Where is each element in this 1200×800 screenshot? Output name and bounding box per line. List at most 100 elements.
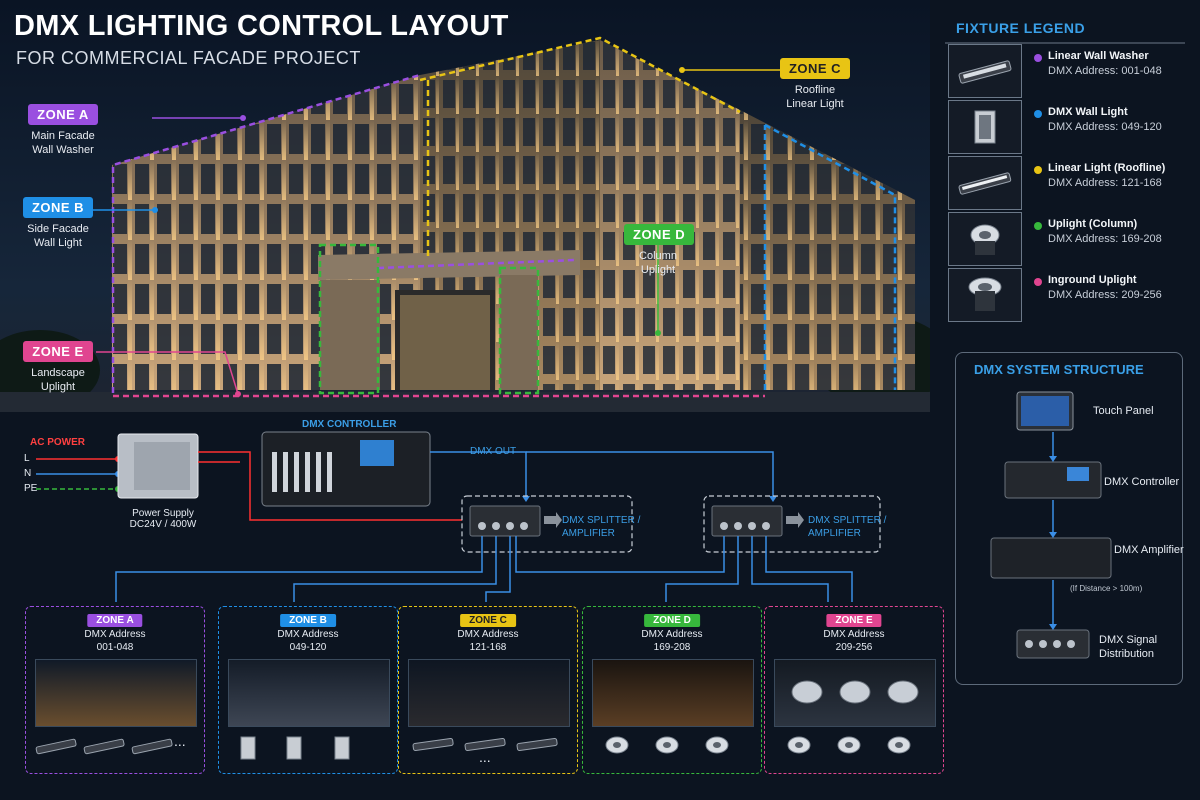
line-l-label: L	[24, 453, 30, 464]
legend-dot-pink	[1034, 278, 1042, 286]
legend-address: DMX Address: 169-208	[1048, 233, 1162, 245]
legend-address: DMX Address: 049-120	[1048, 121, 1162, 133]
splitter-2-line2: AMPLIFIER	[808, 528, 861, 539]
distribution-label-1: DMX Signal	[1099, 634, 1158, 646]
amplifier-note: (If Distance > 100m)	[1070, 584, 1143, 593]
card-address-label: DMX Address	[457, 629, 519, 640]
zone-a-badge: ZONE A	[28, 104, 98, 125]
legend-name: Linear Wall Washer	[1048, 50, 1149, 62]
legend-title: FIXTURE LEGEND	[956, 20, 1086, 36]
splitter-1-line1: DMX SPLITTER /	[562, 515, 641, 526]
legend-item-wall-light: DMX Wall Light DMX Address: 049-120	[948, 100, 1188, 155]
zone-c-badge: ZONE C	[779, 58, 851, 79]
card-badge: ZONE A	[87, 614, 143, 627]
splitter-label-1: DMX SPLITTER / AMPLIFIER	[562, 514, 640, 540]
card-address-range: 121-168	[469, 642, 507, 653]
linear-wall-washer-icon	[35, 738, 173, 755]
card-address-range: 169-208	[653, 642, 691, 653]
zone-b-card: ZONE B DMX Address 049-120	[218, 606, 398, 774]
splitter-1-line2: AMPLIFIER	[562, 528, 615, 539]
zone-b-desc1: Side Facade	[27, 223, 89, 235]
zone-e-badge: ZONE E	[23, 341, 93, 362]
legend-item-inground: Inground Uplight DMX Address: 209-256	[948, 268, 1188, 323]
line-n-label: N	[24, 468, 32, 479]
card-address-range: 209-256	[835, 642, 873, 653]
power-supply-label-1: Power Supply	[132, 508, 194, 519]
zone-e-desc2: Uplight	[40, 381, 76, 393]
zone-b-photo	[228, 659, 390, 727]
splitter-2-line1: DMX SPLITTER /	[808, 515, 887, 526]
more-indicator: ...	[479, 749, 491, 765]
zone-b-desc2: Wall Light	[34, 237, 82, 249]
legend-address: DMX Address: 001-048	[1048, 65, 1162, 77]
zone-e-card: ZONE E DMX Address 209-256	[764, 606, 944, 774]
page-title: DMX LIGHTING CONTROL LAYOUT	[14, 10, 509, 42]
controller-label: DMX Controller	[1104, 476, 1180, 488]
card-badge: ZONE C	[460, 614, 516, 627]
legend-name: Uplight (Column)	[1048, 218, 1138, 230]
legend-name: DMX Wall Light	[1048, 106, 1128, 118]
card-address-range: 001-048	[96, 642, 134, 653]
dmx-out-label: DMX OUT	[470, 446, 517, 457]
card-address-label: DMX Address	[84, 629, 146, 640]
legend-dot-green	[1034, 222, 1042, 230]
touch-panel-label: Touch Panel	[1093, 405, 1154, 417]
legend-item-roofline: Linear Light (Roofline) DMX Address: 121…	[948, 156, 1188, 211]
zone-c-card: ZONE C DMX Address 121-168 ...	[398, 606, 578, 774]
legend-address: DMX Address: 209-256	[1048, 289, 1162, 301]
system-structure-title: DMX SYSTEM STRUCTURE	[974, 362, 1144, 377]
zone-d-desc2: Uplight	[640, 264, 676, 276]
page-subtitle: FOR COMMERCIAL FACADE PROJECT	[16, 48, 361, 68]
zone-a-desc2: Wall Washer	[32, 144, 94, 156]
legend-address: DMX Address: 121-168	[1048, 177, 1162, 189]
inground-uplight-icon	[948, 268, 1022, 322]
power-supply-label-2: DC24V / 400W	[129, 519, 197, 530]
amplifier-label: DMX Amplifier	[1114, 544, 1184, 556]
dmx-wall-light-icon	[948, 100, 1022, 154]
zone-a-card: ZONE A DMX Address 001-048 ...	[25, 606, 205, 774]
zone-c-desc1: Roofline	[794, 84, 836, 96]
zone-d-desc1: Column	[639, 250, 677, 262]
card-address-label: DMX Address	[277, 629, 339, 640]
power-supply-label: Power Supply DC24V / 400W	[126, 508, 200, 530]
zone-d-photo	[592, 659, 754, 727]
legend-divider	[945, 42, 1185, 44]
splitter-label-2: DMX SPLITTER / AMPLIFIER	[808, 514, 886, 540]
legend-name: Inground Uplight	[1048, 274, 1137, 286]
legend-dot-yellow	[1034, 166, 1042, 174]
card-badge: ZONE D	[644, 614, 700, 627]
more-indicator: ...	[174, 733, 186, 749]
legend-name: Linear Light (Roofline)	[1048, 162, 1166, 174]
inground-uplight-icon	[787, 736, 911, 754]
card-address-range: 049-120	[289, 642, 327, 653]
zone-d-card: ZONE D DMX Address 169-208	[582, 606, 762, 774]
linear-light-icon	[948, 156, 1022, 210]
distribution-label-2: Distribution	[1099, 648, 1155, 660]
card-badge: ZONE E	[826, 614, 882, 627]
zone-b-badge: ZONE B	[22, 197, 94, 218]
facade-scene	[0, 0, 930, 412]
ac-power-label: AC POWER	[30, 437, 85, 448]
zone-d-badge: ZONE D	[624, 224, 695, 245]
controller-title: DMX CONTROLLER	[302, 419, 397, 430]
linear-light-icon	[412, 738, 558, 751]
zone-c-desc2: Linear Light	[786, 98, 844, 110]
card-badge: ZONE B	[280, 614, 336, 627]
dmx-wall-light-icon	[240, 736, 350, 760]
system-structure-diagram	[990, 391, 1112, 659]
legend-dot-purple	[1034, 54, 1042, 62]
card-address-label: DMX Address	[823, 629, 885, 640]
legend-dot-blue	[1034, 110, 1042, 118]
zone-a-photo	[35, 659, 197, 727]
legend-item-uplight: Uplight (Column) DMX Address: 169-208	[948, 212, 1188, 267]
uplight-icon	[605, 736, 729, 754]
zone-c-photo	[408, 659, 570, 727]
zone-e-photo	[774, 659, 936, 727]
zone-e-desc1: Landscape	[31, 367, 85, 379]
linear-wall-washer-icon	[948, 44, 1022, 98]
